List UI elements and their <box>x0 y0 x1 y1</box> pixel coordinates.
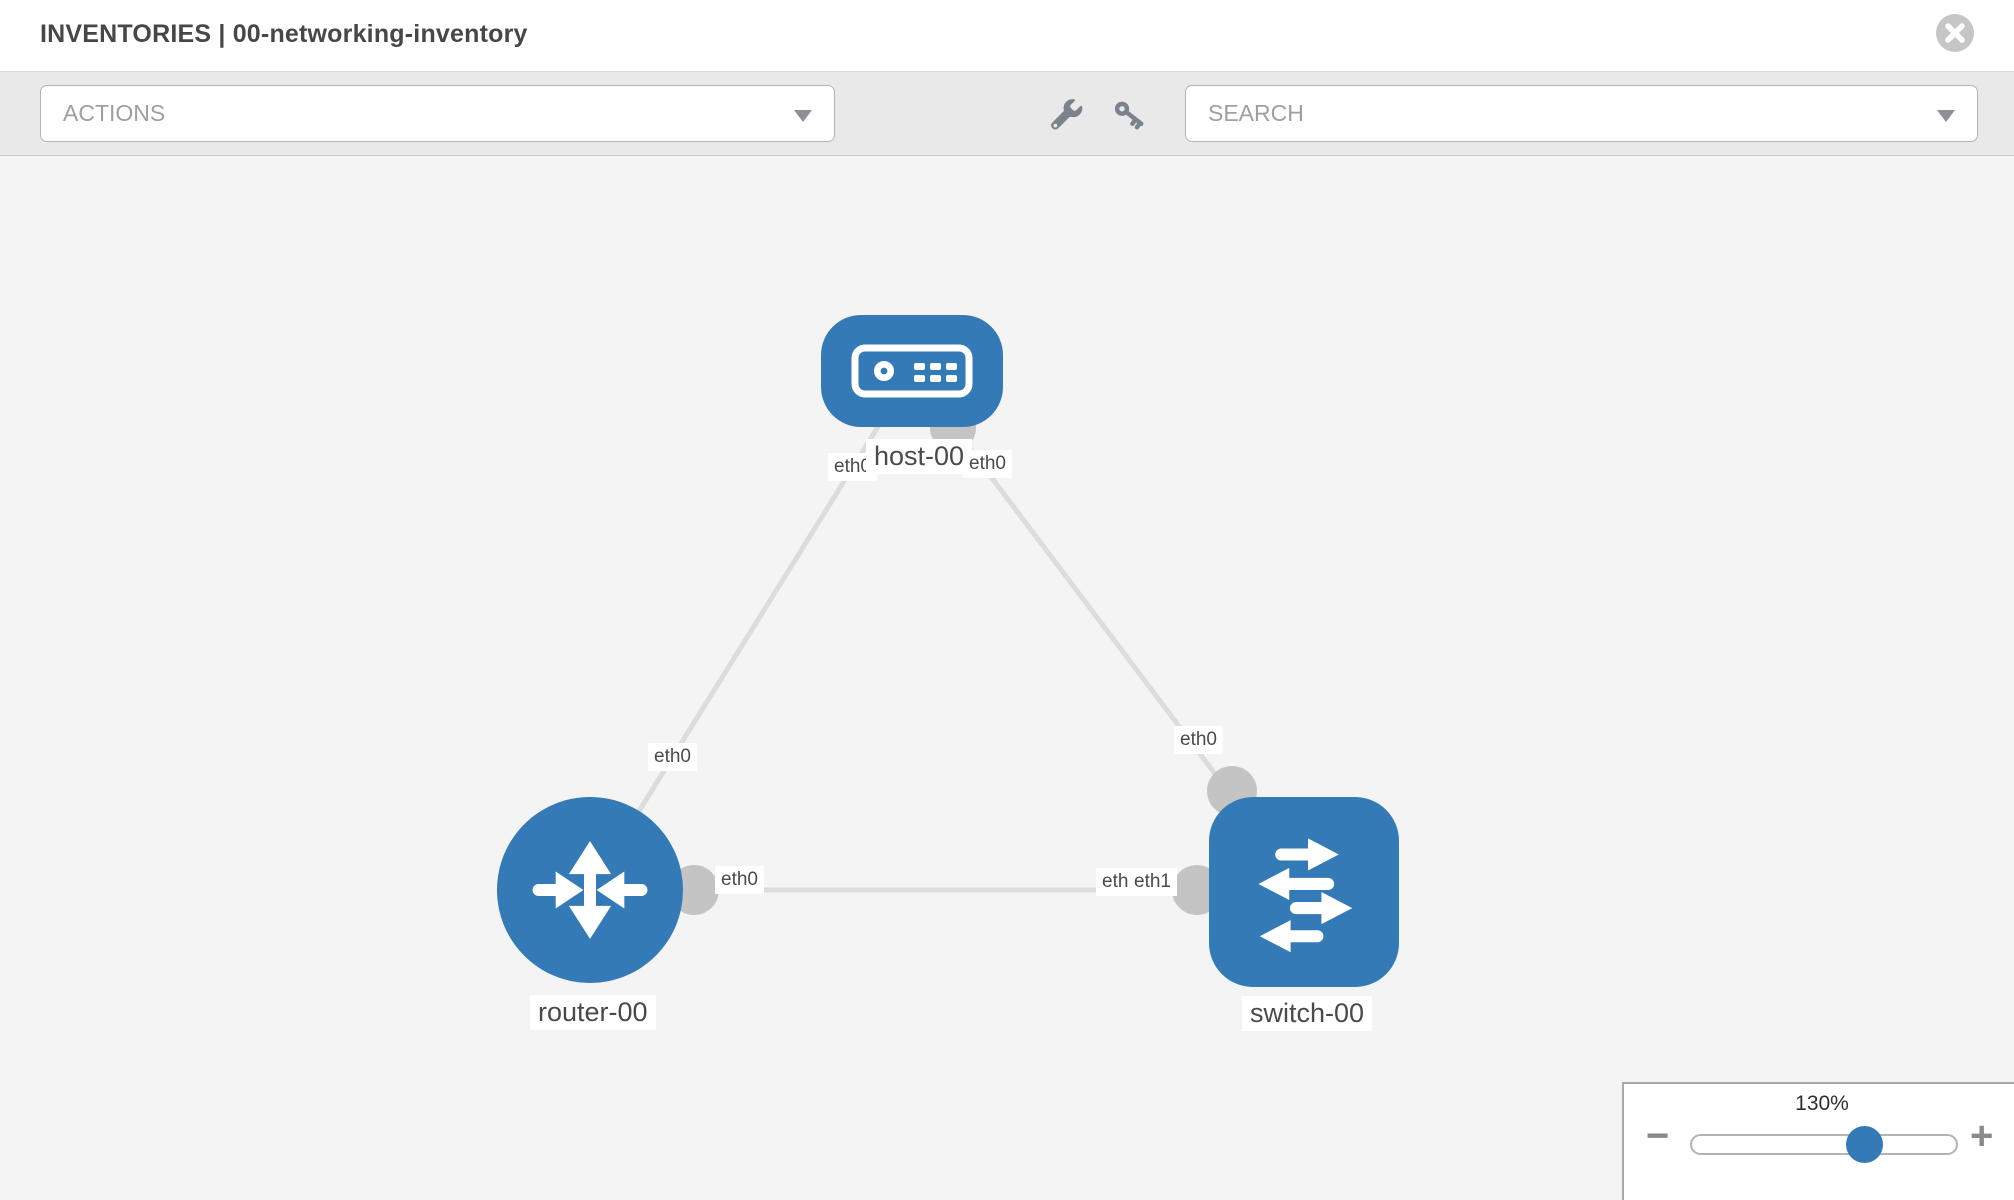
links-layer <box>587 370 1306 894</box>
node-label-router-00: router-00 <box>530 995 656 1031</box>
router-icon <box>532 841 648 939</box>
zoom-in-button[interactable]: + <box>1970 1114 1994 1158</box>
close-icon <box>1936 14 1974 52</box>
zoom-slider-thumb[interactable] <box>1846 1126 1883 1163</box>
actions-dropdown[interactable]: ACTIONS <box>40 85 835 142</box>
zoom-out-button[interactable]: − <box>1646 1114 1670 1158</box>
key-icon <box>1114 101 1144 130</box>
search-placeholder: SEARCH <box>1208 100 1304 126</box>
if-label-switch-eth1-overlap: eth1 <box>1096 868 1128 896</box>
credentials-button[interactable] <box>1111 96 1149 134</box>
chevron-down-icon <box>1937 110 1955 122</box>
if-label-switch-eth0: eth0 <box>1174 726 1223 754</box>
chevron-down-icon <box>794 110 812 122</box>
configure-button[interactable] <box>1047 96 1085 134</box>
zoom-control-panel: 130% − + <box>1622 1082 2014 1200</box>
node-host-00[interactable] <box>821 315 1003 427</box>
node-label-host-00: host-00 <box>866 439 973 475</box>
node-router-00[interactable] <box>497 797 683 983</box>
if-label-host-eth0-right: eth0 <box>963 450 1012 478</box>
search-dropdown[interactable]: SEARCH <box>1185 85 1978 142</box>
switch-icon <box>1258 838 1353 953</box>
page-title: INVENTORIES | 00-networking-inventory <box>40 20 528 48</box>
actions-dropdown-label: ACTIONS <box>63 100 166 126</box>
header: INVENTORIES | 00-networking-inventory <box>0 0 2014 71</box>
topology-canvas[interactable]: eth0 host-00 eth0 eth0 eth0 eth0 eth1 et… <box>0 156 2014 1200</box>
toolbar: ACTIONS SEARCH <box>0 71 2014 156</box>
zoom-level-value: 130% <box>1795 1092 1849 1115</box>
host-icon <box>851 344 973 398</box>
if-label-router-eth0: eth0 <box>715 866 764 894</box>
wrench-icon <box>1051 99 1083 130</box>
if-label-router-eth0-uplink: eth0 <box>648 743 697 771</box>
node-switch-00[interactable] <box>1209 797 1399 987</box>
zoom-slider-track[interactable] <box>1690 1134 1958 1155</box>
if-label-switch-eth1: eth1 <box>1128 868 1177 896</box>
node-label-switch-00: switch-00 <box>1242 996 1373 1032</box>
close-button[interactable] <box>1936 14 1974 52</box>
